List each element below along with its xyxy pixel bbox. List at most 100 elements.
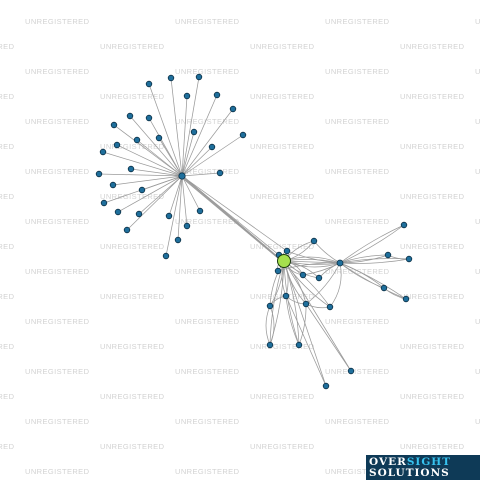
watermark-text: UNREGISTERED xyxy=(250,442,315,451)
graph-node xyxy=(384,251,392,259)
graph-node xyxy=(174,236,182,244)
graph-edge xyxy=(98,173,183,177)
watermark-text: UNREGISTERED xyxy=(400,42,465,51)
graph-node xyxy=(208,143,216,151)
graph-edge xyxy=(181,108,234,177)
logo-word-over: OVER xyxy=(369,455,407,468)
graph-node xyxy=(165,212,173,220)
watermark-text: UNREGISTERED xyxy=(400,92,465,101)
watermark-text: UNREGISTERED xyxy=(0,42,15,51)
watermark-text: UNREGISTERED xyxy=(0,92,15,101)
watermark-text: UNREGISTERED xyxy=(400,442,465,451)
watermark-text: UNREGISTERED xyxy=(175,367,240,376)
watermark-text: UNREGISTERED xyxy=(400,392,465,401)
graph-edge xyxy=(269,305,275,346)
graph-edge xyxy=(138,175,183,215)
graph-edge xyxy=(277,262,341,272)
logo-line-1: OVERSIGHT xyxy=(369,455,480,468)
watermark-text: UNREGISTERED xyxy=(325,67,390,76)
watermark-text: UNREGISTERED xyxy=(325,417,390,426)
watermark-text: UNREGISTERED xyxy=(175,417,240,426)
watermark-text: UNREGISTERED xyxy=(175,117,240,126)
graph-edge xyxy=(283,260,352,372)
watermark-text: UNREGISTERED xyxy=(25,67,90,76)
graph-edge xyxy=(305,262,341,305)
graph-node xyxy=(145,80,153,88)
graph-edge xyxy=(181,76,200,177)
watermark-text: UNREGISTERED xyxy=(475,67,480,76)
graph-edge xyxy=(181,131,195,177)
watermark-text: UNREGISTERED xyxy=(175,167,240,176)
watermark-text: UNREGISTERED xyxy=(475,267,480,276)
graph-edge xyxy=(148,83,183,177)
graph-edge xyxy=(181,175,188,227)
watermark-text: UNREGISTERED xyxy=(325,267,390,276)
graph-node xyxy=(123,226,131,234)
graph-edge xyxy=(265,305,271,346)
watermark-text: UNREGISTERED xyxy=(25,217,90,226)
watermark-text: UNREGISTERED xyxy=(100,242,165,251)
graph-edge xyxy=(130,168,183,177)
watermark-text: UNREGISTERED xyxy=(25,367,90,376)
logo-word-sight: SIGHT xyxy=(406,455,452,468)
watermark-text: UNREGISTERED xyxy=(25,317,90,326)
watermark-text: UNREGISTERED xyxy=(250,42,315,51)
watermark-text: UNREGISTERED xyxy=(400,292,465,301)
graph-node xyxy=(145,114,153,122)
watermark-text: UNREGISTERED xyxy=(0,242,15,251)
watermark-text: UNREGISTERED xyxy=(250,242,315,251)
graph-node-hub-left xyxy=(178,172,186,180)
graph-edge xyxy=(168,175,183,217)
watermark-text: UNREGISTERED xyxy=(0,392,15,401)
graph-edge xyxy=(283,260,327,387)
graph-edge xyxy=(181,175,288,252)
edge-layer xyxy=(98,76,410,387)
watermark-text: UNREGISTERED xyxy=(325,17,390,26)
graph-node xyxy=(266,341,274,349)
graph-edge xyxy=(181,134,244,177)
graph-node xyxy=(190,128,198,136)
graph-node xyxy=(310,237,318,245)
graph-edge xyxy=(117,175,183,213)
graph-node xyxy=(315,274,323,282)
graph-edge xyxy=(181,175,281,260)
graph-edge xyxy=(113,124,183,177)
graph-edge xyxy=(285,295,327,387)
watermark-text: UNREGISTERED xyxy=(325,167,390,176)
graph-edge xyxy=(339,258,410,264)
watermark-text: UNREGISTERED xyxy=(325,467,390,476)
graph-node xyxy=(405,255,413,263)
graph-node xyxy=(133,136,141,144)
watermark-text: UNREGISTERED xyxy=(0,142,15,151)
graph-edge xyxy=(136,139,183,177)
watermark-text: UNREGISTERED xyxy=(100,292,165,301)
watermark-text: UNREGISTERED xyxy=(250,292,315,301)
watermark-text: UNREGISTERED xyxy=(25,17,90,26)
graph-node xyxy=(216,169,224,177)
watermark-text: UNREGISTERED xyxy=(400,242,465,251)
graph-edge xyxy=(181,146,213,177)
watermark-text: UNREGISTERED xyxy=(100,392,165,401)
graph-node xyxy=(100,199,108,207)
watermark-text: UNREGISTERED xyxy=(475,17,480,26)
watermark-text: UNREGISTERED xyxy=(475,217,480,226)
graph-edge xyxy=(181,175,201,212)
watermark-text: UNREGISTERED xyxy=(0,442,15,451)
watermark-text: UNREGISTERED xyxy=(100,142,165,151)
graph-node xyxy=(266,302,274,310)
graph-edge xyxy=(181,94,218,177)
graph-edge xyxy=(339,224,405,264)
watermark-text: UNREGISTERED xyxy=(175,267,240,276)
watermark-text: UNREGISTERED xyxy=(0,192,15,201)
graph-node xyxy=(183,92,191,100)
graph-node xyxy=(299,271,307,279)
graph-edge xyxy=(181,176,284,263)
watermark-text: UNREGISTERED xyxy=(325,217,390,226)
oversight-solutions-logo: OVERSIGHT SOLUTIONS xyxy=(366,455,480,480)
graph-node xyxy=(138,186,146,194)
node-layer xyxy=(95,73,413,390)
graph-node xyxy=(95,170,103,178)
graph-node xyxy=(402,295,410,303)
graph-edge xyxy=(339,262,407,300)
